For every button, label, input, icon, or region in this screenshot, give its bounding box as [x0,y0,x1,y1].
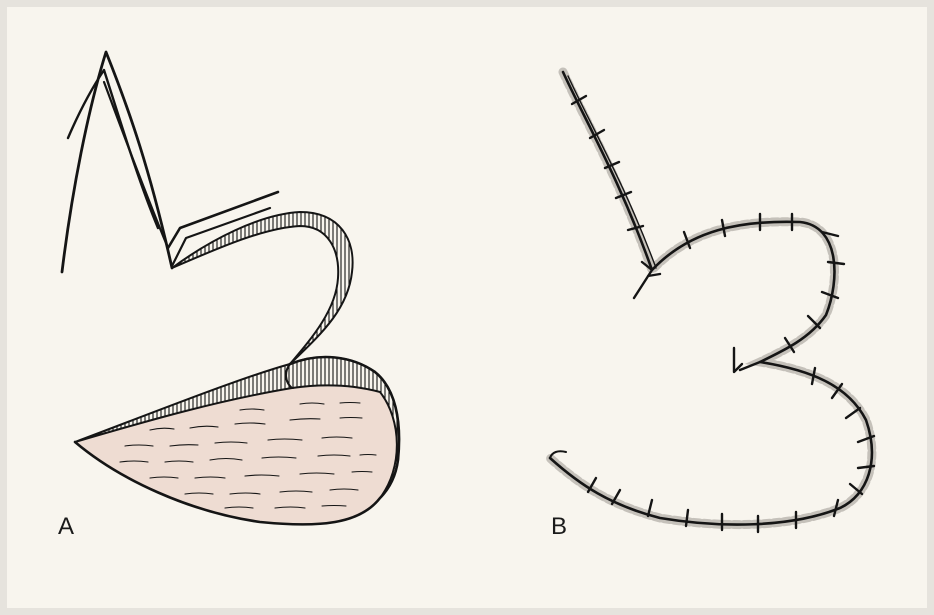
panel-label-b: B [551,513,567,540]
suture-end-tail [549,450,567,459]
flap-outline [73,355,401,526]
wound-texture [119,401,377,509]
stitches [570,94,876,534]
incision-arm [166,190,280,250]
incision-inner-2 [102,80,170,250]
upper-curve-hatch [171,210,354,365]
panel-label-a: A [58,513,74,540]
suture-line-2 [567,75,657,269]
incision-arm-2 [170,206,272,268]
incision-inner [66,68,160,230]
corner-mark-lower [732,346,762,374]
figure-background [7,7,927,608]
incision-outer [60,50,174,274]
corner-mark-upper [632,260,662,300]
panel-b-drawing [545,67,877,534]
panel-a-drawing [60,50,401,526]
